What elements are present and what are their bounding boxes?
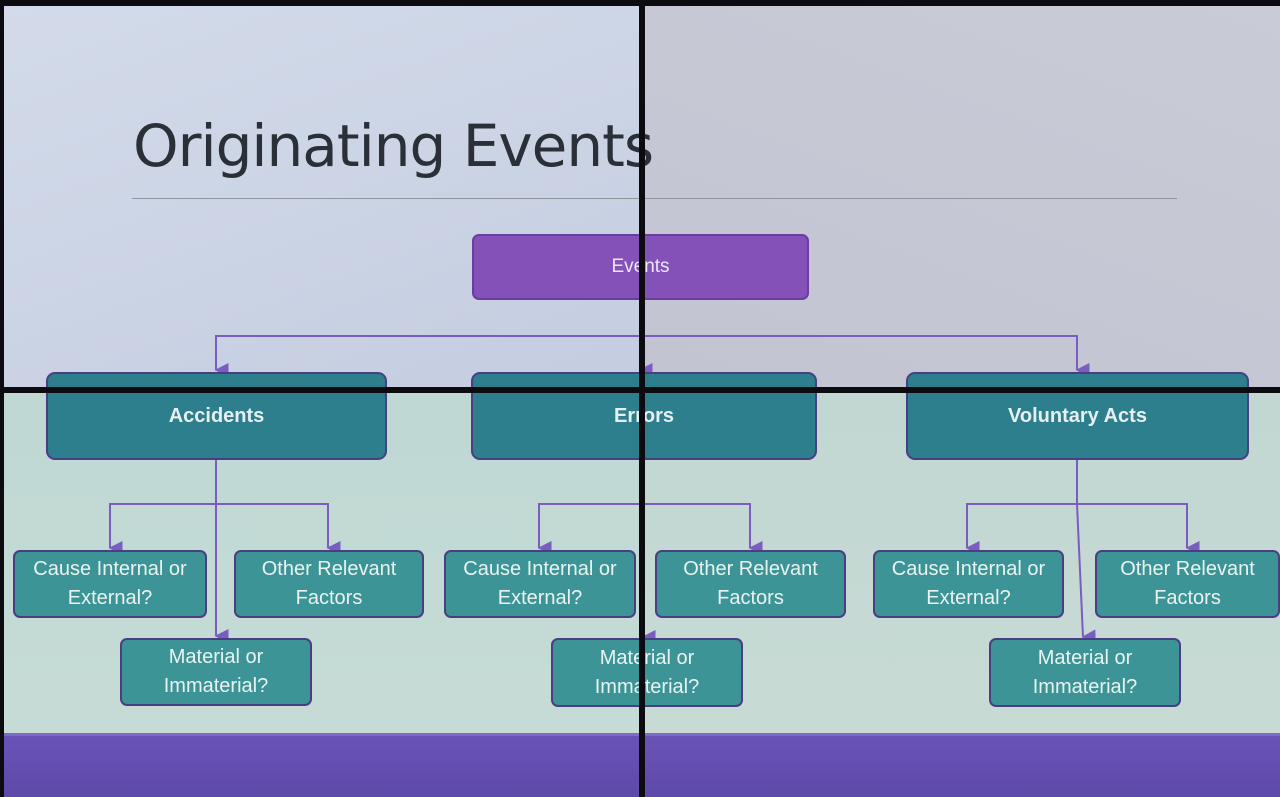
connector-voluntary-material <box>1076 503 1096 644</box>
connector-errors-other <box>643 503 763 555</box>
leaf-accidents-other-factors: Other Relevant Factors <box>234 550 424 618</box>
leaf-voluntary-cause: Cause Internal or External? <box>873 550 1064 618</box>
slide-title: Originating Events <box>133 112 654 180</box>
video-wall-bezel-horizontal <box>0 387 1280 393</box>
leaf-errors-material: Material or Immaterial? <box>551 638 743 707</box>
leaf-errors-cause: Cause Internal or External? <box>444 550 636 618</box>
screen-panel-top-right <box>645 6 1280 388</box>
connector-accidents-cause <box>108 460 217 555</box>
branch-node-voluntary-acts: Voluntary Acts <box>906 372 1249 460</box>
connector-root-voluntary <box>640 335 1090 377</box>
connector-voluntary-cause <box>965 460 1078 555</box>
video-wall-bezel-vertical <box>639 0 645 797</box>
connector-accidents-other <box>216 503 341 555</box>
connector-voluntary-other <box>1077 503 1200 555</box>
screen-panel-top-left <box>4 6 640 388</box>
connector-root-accidents <box>214 300 641 377</box>
branch-node-accidents: Accidents <box>46 372 387 460</box>
leaf-accidents-cause: Cause Internal or External? <box>13 550 207 618</box>
leaf-voluntary-material: Material or Immaterial? <box>989 638 1181 707</box>
screen-frame-left <box>0 0 4 797</box>
leaf-accidents-material: Material or Immaterial? <box>120 638 312 706</box>
leaf-voluntary-other-factors: Other Relevant Factors <box>1095 550 1280 618</box>
leaf-errors-other-factors: Other Relevant Factors <box>655 550 846 618</box>
title-underline <box>132 198 1177 199</box>
connector-errors-cause <box>537 460 644 555</box>
